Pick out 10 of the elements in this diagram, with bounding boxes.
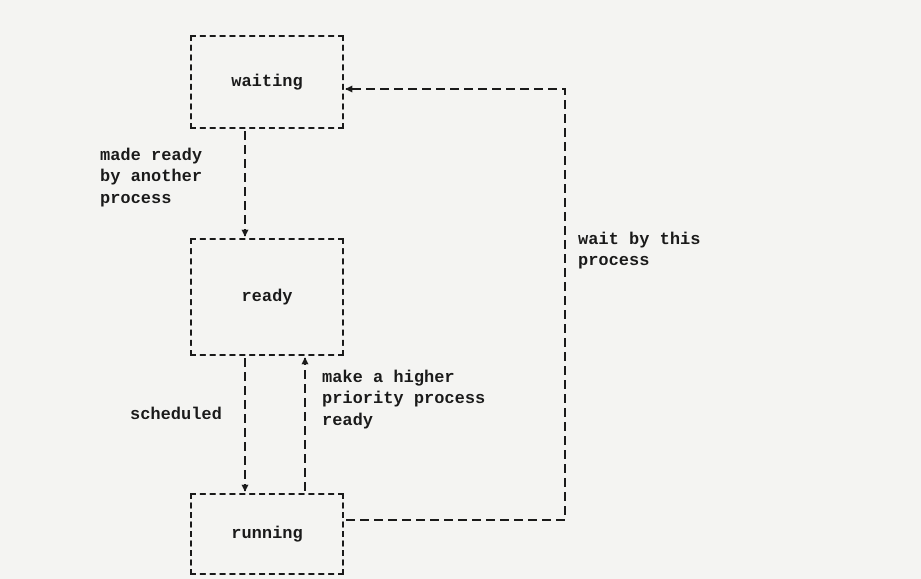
state-box [190, 238, 344, 356]
arrow [242, 358, 248, 492]
state-label: waiting [231, 72, 303, 92]
arrow [242, 131, 248, 237]
arrow [345, 86, 566, 521]
state-label: ready [241, 288, 292, 306]
arrow [302, 357, 308, 491]
state-label: running [231, 524, 303, 544]
state-box [190, 493, 344, 575]
state-box [190, 35, 344, 129]
